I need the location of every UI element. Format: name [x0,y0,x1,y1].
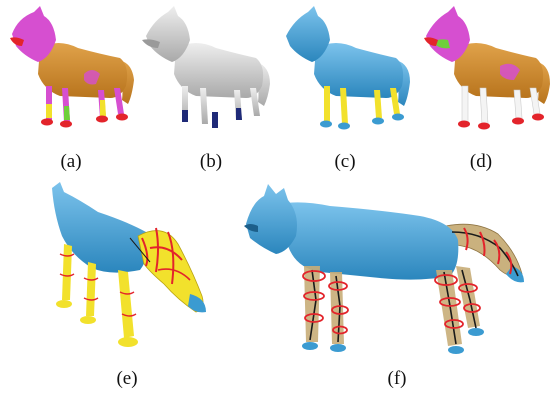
panel-c-wolf [286,6,410,130]
panel-e-wolf [52,182,206,347]
panel-f-wolf [244,184,524,354]
panel-a-wolf [10,6,134,128]
caption-a: (a) [60,151,82,172]
caption-b: (b) [199,151,223,172]
caption-d: (d) [469,151,493,172]
panel-b-wolf [142,6,270,128]
caption-e: (e) [116,368,138,389]
caption-f: (f) [387,368,407,389]
panel-d-wolf [424,6,550,130]
caption-c: (c) [334,151,356,172]
